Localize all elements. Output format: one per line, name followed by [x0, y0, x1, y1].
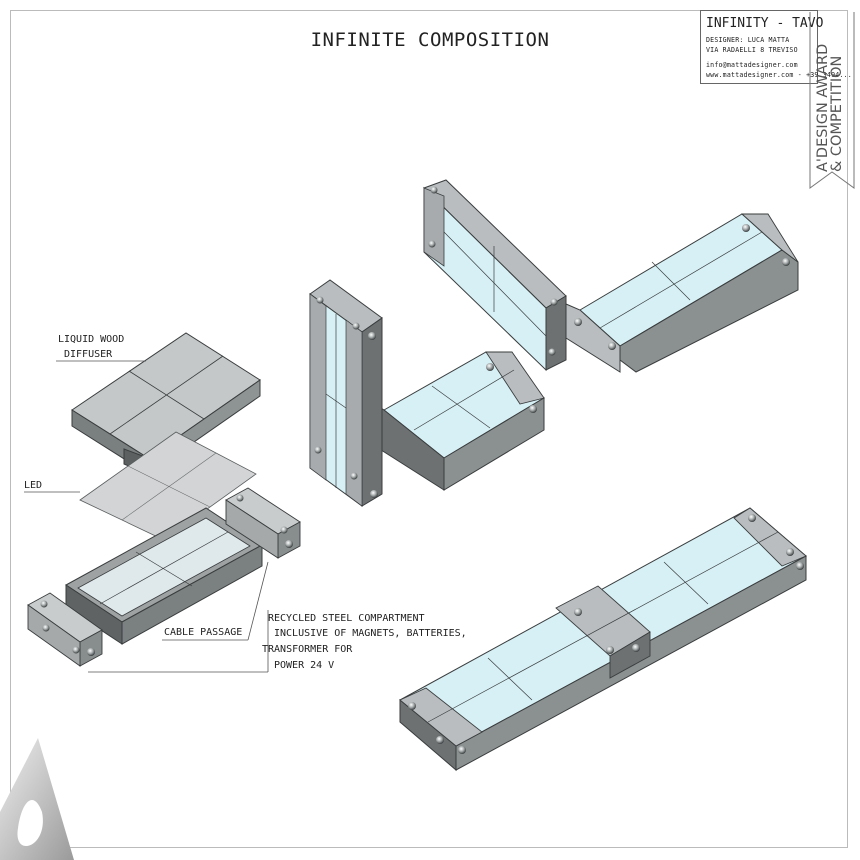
steel-compartment [65, 507, 263, 645]
title-block-heading: INFINITY - TAVO [706, 16, 824, 31]
award-ribbon-icon [809, 12, 855, 189]
label-diffuser-2: DIFFUSER [64, 349, 113, 360]
led-sheet [79, 431, 257, 541]
label-compartment-1: RECYCLED STEEL COMPARTMENT [268, 613, 425, 624]
label-compartment-3: TRANSFORMER FOR [262, 644, 353, 655]
label-led: LED [24, 480, 43, 491]
leader-lines [24, 360, 269, 673]
award-watermark: A'DESIGN AWARD & COMPETITION [808, 12, 856, 192]
connector-block-top [225, 487, 301, 559]
title-block-address: VIA RADAELLI 8 TREVISO [706, 46, 798, 54]
award-logo-icon [0, 738, 74, 860]
label-diffuser-1: LIQUID WOOD [58, 334, 125, 345]
connector-block-bottom [27, 592, 103, 667]
drawing-frame [10, 10, 848, 848]
label-cable-passage: CABLE PASSAGE [164, 627, 243, 638]
composition-long-bar [399, 507, 807, 772]
composition-l-shape [309, 279, 545, 507]
title-block-designer: DESIGNER: LUCA MATTA [706, 36, 790, 44]
title-block: INFINITY - TAVO DESIGNER: LUCA MATTA VIA… [700, 10, 852, 84]
composition-top-right [423, 179, 799, 373]
title-block-contact: www.mattadesigner.com - +39 3494... [706, 71, 852, 79]
label-compartment-4: POWER 24 V [274, 660, 335, 671]
label-compartment-2: INCLUSIVE OF MAGNETS, BATTERIES, [274, 628, 467, 639]
page-title: INFINITE COMPOSITION [310, 29, 550, 51]
title-block-email: info@mattadesigner.com [706, 61, 798, 69]
